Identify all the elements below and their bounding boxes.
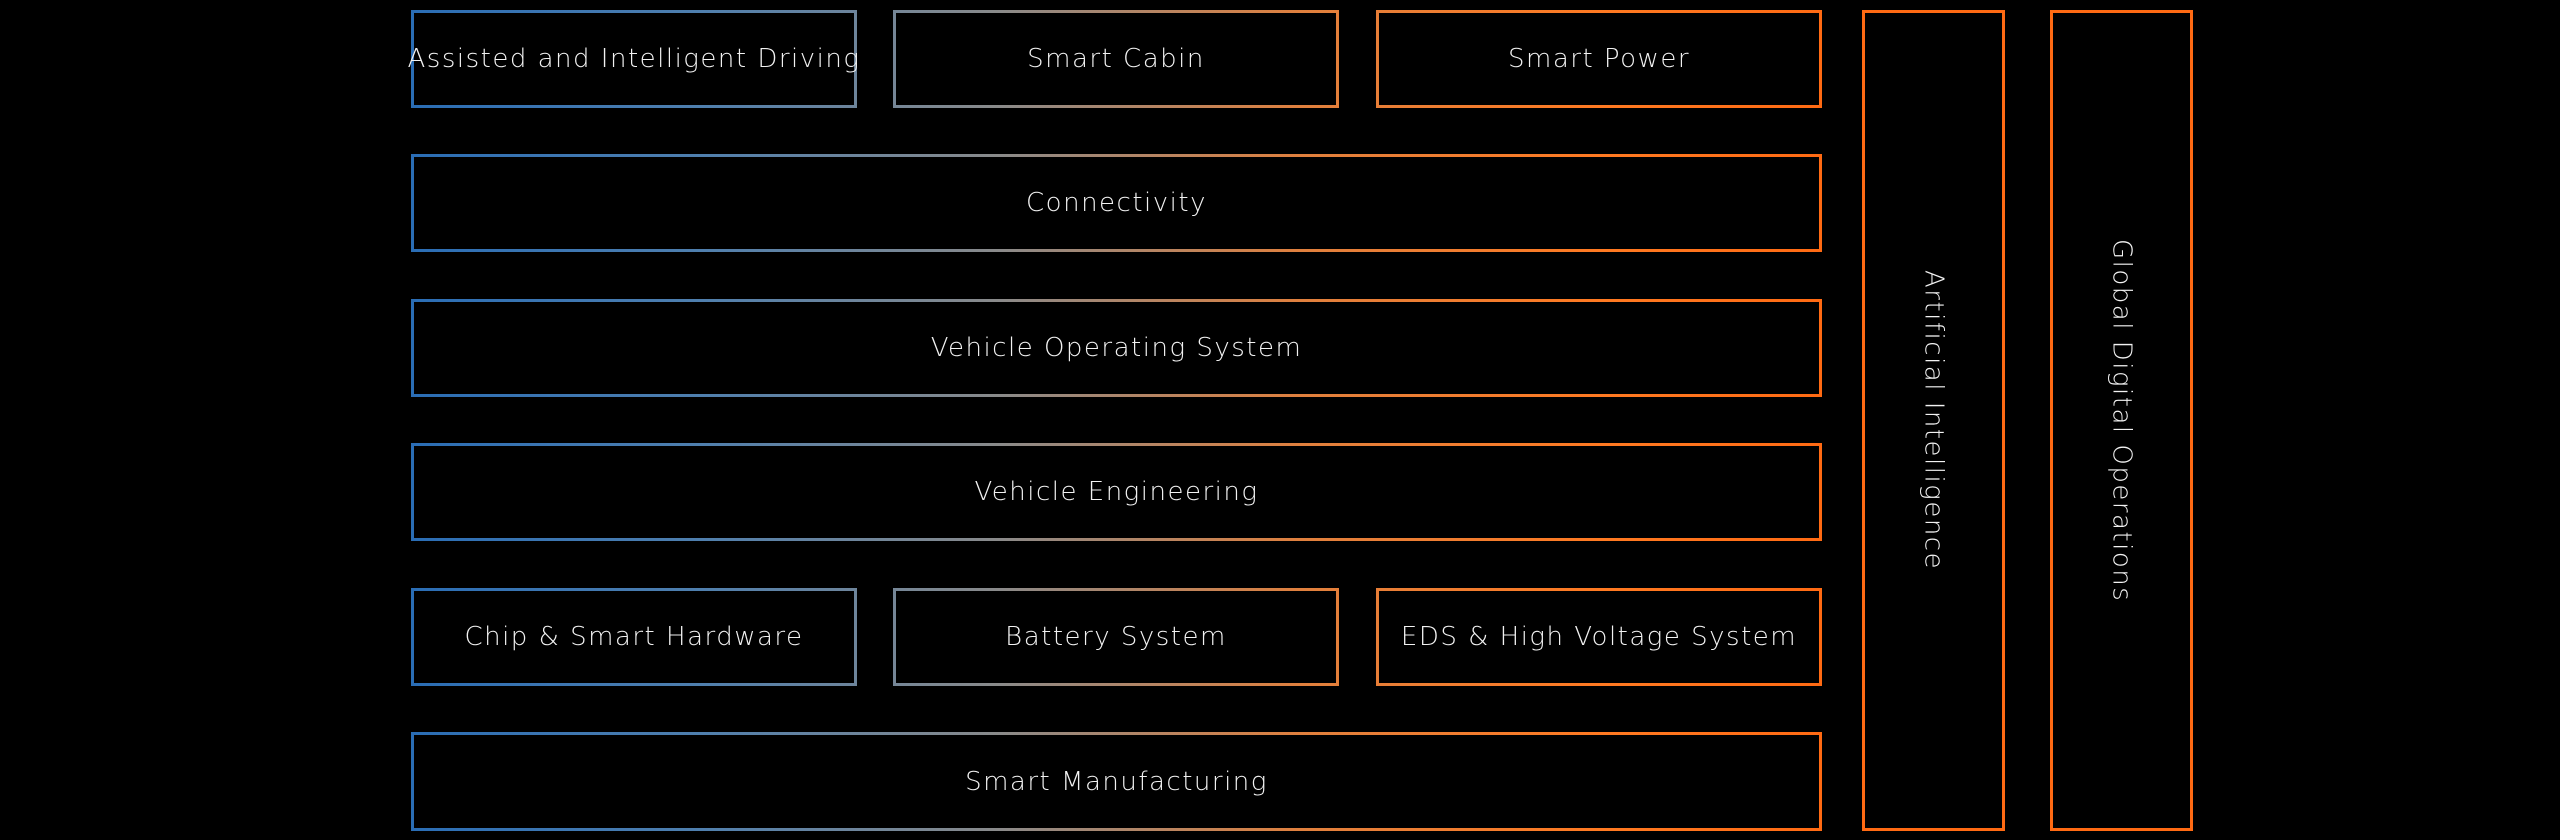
layer-smart-manufacturing: Smart Manufacturing (411, 732, 1822, 831)
layer-label: Connectivity (1026, 188, 1207, 218)
block-chip-smart-hardware: Chip & Smart Hardware (411, 588, 857, 686)
layer-label: Vehicle Operating System (930, 333, 1303, 363)
layer-connectivity: Connectivity (411, 154, 1822, 252)
pillar-label: Artificial Intelligence (1918, 270, 1949, 571)
block-label: Chip & Smart Hardware (464, 622, 804, 652)
block-label: Assisted and Intelligent Driving (407, 44, 861, 74)
pillar-global-digital-operations: Global Digital Operations (2050, 10, 2193, 831)
layer-vehicle-engineering: Vehicle Engineering (411, 443, 1822, 541)
block-label: Smart Cabin (1027, 44, 1205, 74)
pillar-label: Global Digital Operations (2106, 238, 2137, 603)
block-label: Battery System (1005, 622, 1227, 652)
block-smart-power: Smart Power (1376, 10, 1822, 108)
layer-label: Vehicle Engineering (974, 477, 1259, 507)
block-assisted-intelligent-driving: Assisted and Intelligent Driving (408, 10, 859, 108)
block-smart-cabin: Smart Cabin (893, 10, 1339, 108)
block-label: EDS & High Voltage System (1400, 622, 1798, 652)
block-label: Smart Power (1507, 44, 1691, 74)
pillar-artificial-intelligence: Artificial Intelligence (1862, 10, 2005, 831)
block-battery-system: Battery System (893, 588, 1339, 686)
layer-label: Smart Manufacturing (965, 766, 1268, 797)
block-eds-high-voltage: EDS & High Voltage System (1376, 588, 1822, 686)
layer-vehicle-operating-system: Vehicle Operating System (411, 299, 1822, 397)
